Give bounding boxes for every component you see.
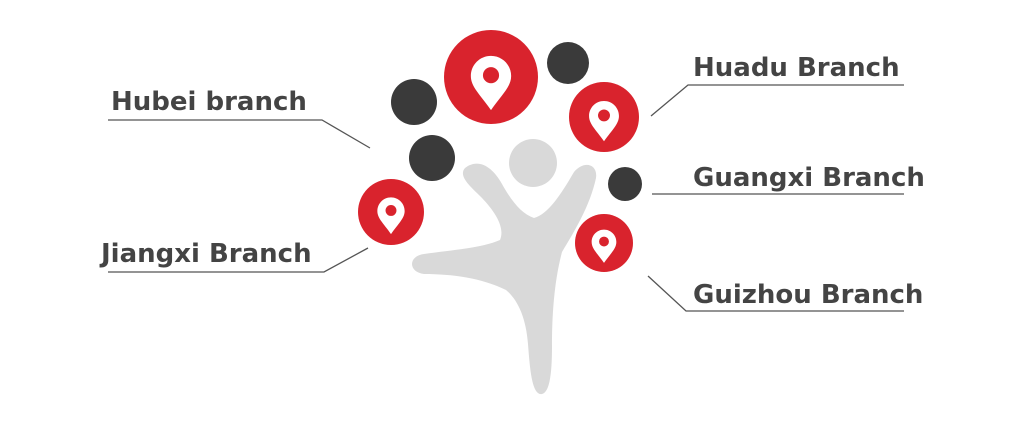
location-node-guizhou[interactable] — [575, 214, 633, 272]
location-node-top[interactable] — [444, 30, 538, 124]
label-huadu-branch: Huadu Branch — [693, 53, 900, 83]
leader-line-hubei — [108, 119, 371, 149]
figure-head — [509, 139, 557, 187]
label-guizhou-branch: Guizhou Branch — [693, 280, 923, 310]
leader-line-huadu — [650, 84, 904, 117]
dark-node — [608, 167, 642, 201]
dark-nodes — [391, 42, 642, 201]
figure-body — [412, 163, 597, 395]
branch-labels: Hubei branch Huadu Branch Guangxi Branch… — [99, 53, 925, 310]
location-node-huadu[interactable] — [569, 82, 639, 152]
leader-line-guizhou — [647, 275, 904, 312]
location-node-jiangxi[interactable] — [358, 179, 424, 245]
label-guangxi-branch: Guangxi Branch — [693, 163, 925, 193]
dark-node — [547, 42, 589, 84]
dark-node — [391, 79, 437, 125]
leader-line-jiangxi — [108, 247, 369, 273]
dark-node — [409, 135, 455, 181]
leader-lines — [108, 84, 904, 312]
label-hubei-branch: Hubei branch — [111, 87, 307, 117]
label-jiangxi-branch: Jiangxi Branch — [99, 239, 312, 269]
person-figure — [412, 139, 597, 395]
